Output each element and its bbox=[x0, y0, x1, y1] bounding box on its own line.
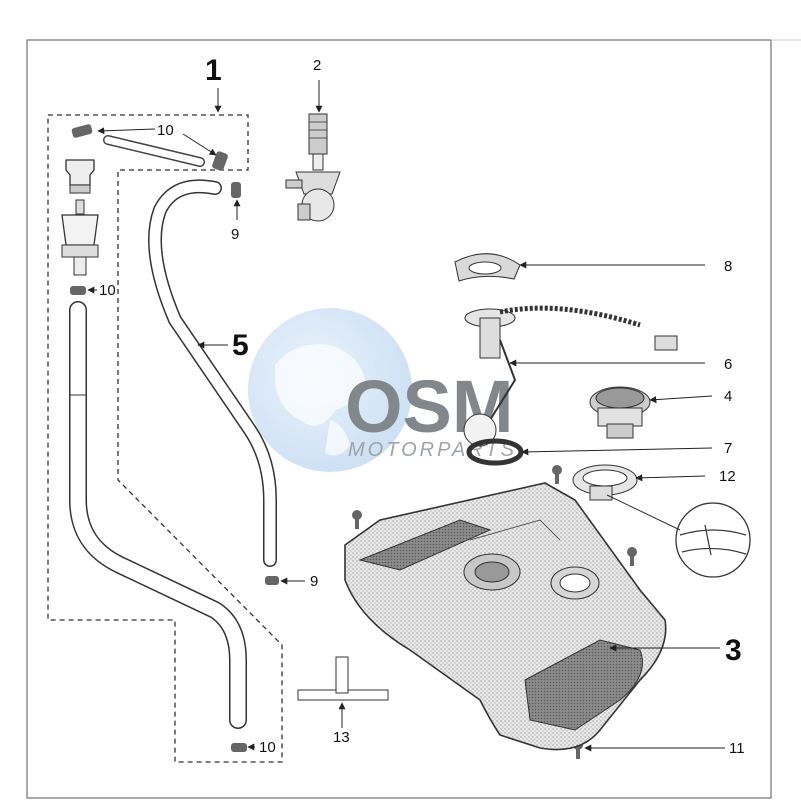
vacuum-tap bbox=[285, 113, 341, 222]
level-sensor bbox=[463, 305, 678, 447]
callout-11: 11 bbox=[729, 740, 745, 757]
fuel-cap bbox=[589, 386, 651, 439]
fitting-10d bbox=[231, 743, 247, 752]
callout-2: 2 bbox=[313, 57, 321, 74]
fuel-filter bbox=[61, 159, 99, 276]
callout-12: 12 bbox=[719, 468, 736, 485]
callout-9-bottom: 9 bbox=[310, 573, 318, 590]
callout-10-top: 10 bbox=[157, 122, 174, 139]
callout-10-bottom: 10 bbox=[259, 739, 276, 756]
callout-8: 8 bbox=[724, 258, 732, 275]
callout-6: 6 bbox=[724, 356, 732, 373]
fitting-9b bbox=[265, 576, 279, 585]
screw-c bbox=[627, 547, 637, 566]
fitting-10c bbox=[70, 286, 86, 295]
grommet bbox=[572, 464, 638, 501]
callout-9-top: 9 bbox=[231, 226, 239, 243]
fuel-tank bbox=[344, 482, 667, 751]
fitting-10b bbox=[212, 151, 228, 171]
fitting-10a bbox=[71, 124, 93, 138]
o-ring bbox=[466, 438, 524, 466]
t-connector bbox=[297, 656, 389, 701]
callout-1: 1 bbox=[205, 54, 222, 87]
callout-4: 4 bbox=[724, 388, 732, 405]
gasket-ring bbox=[454, 253, 521, 282]
leaders bbox=[87, 80, 725, 752]
callout-5: 5 bbox=[232, 329, 249, 362]
kit-boundary bbox=[47, 114, 283, 763]
fitting-9a bbox=[231, 182, 241, 198]
detail-magnifier bbox=[675, 502, 751, 578]
screw-a bbox=[552, 465, 562, 484]
callout-3: 3 bbox=[725, 634, 742, 667]
callout-10-mid: 10 bbox=[99, 282, 116, 299]
screw-b bbox=[352, 510, 362, 529]
callout-13: 13 bbox=[333, 729, 350, 746]
globe-continents bbox=[275, 344, 365, 456]
callout-7: 7 bbox=[724, 440, 732, 457]
